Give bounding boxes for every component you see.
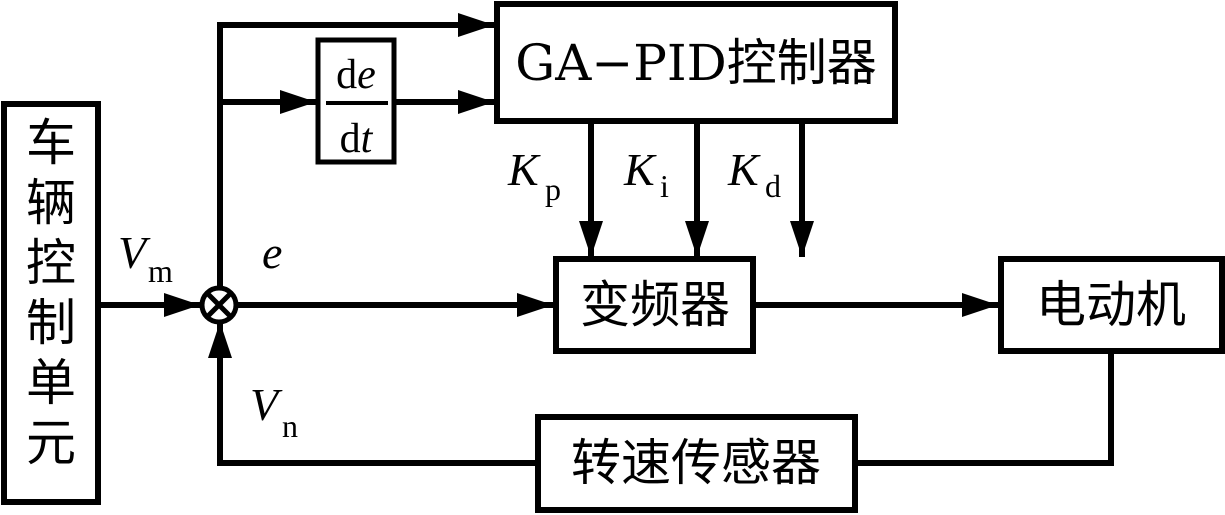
numerator-var: e: [357, 52, 376, 98]
derivative-block: de dt: [315, 37, 397, 165]
kp-label: K p: [507, 144, 561, 207]
electric-motor-block: 电动机: [998, 256, 1225, 354]
electric-motor-label: 电动机: [1036, 276, 1186, 334]
ki-label-main: K: [623, 144, 657, 195]
kd-label-main: K: [727, 144, 761, 195]
vm-label: V m: [118, 227, 173, 289]
frequency-converter-label: 变频器: [580, 276, 730, 334]
ga-pid-controller-block: GA−PID控制器: [494, 1, 898, 124]
error-label: e: [262, 227, 282, 278]
derivative-numerator: de: [336, 52, 376, 98]
vn-label-main: V: [250, 379, 283, 430]
vm-label-sub: m: [148, 253, 173, 289]
vm-label-main: V: [118, 227, 151, 278]
ki-label: K i: [623, 144, 669, 204]
denominator-d: d: [340, 116, 361, 162]
ki-label-sub: i: [660, 168, 669, 204]
speed-sensor-block: 转速传感器: [535, 414, 858, 513]
derivative-denominator: dt: [340, 116, 374, 162]
vehicle-control-char-2: 辆: [26, 174, 76, 232]
kp-label-sub: p: [545, 171, 561, 207]
vn-label: V n: [250, 379, 298, 444]
vehicle-control-char-4: 制: [26, 294, 76, 352]
numerator-d: d: [336, 52, 357, 98]
vehicle-control-char-6: 元: [26, 414, 76, 472]
vehicle-control-char-1: 车: [26, 114, 76, 172]
frequency-converter-block: 变频器: [553, 256, 756, 354]
vehicle-control-char-3: 控: [26, 234, 76, 292]
denominator-var: t: [361, 116, 374, 162]
feedback-line: [208, 322, 535, 466]
vn-label-sub: n: [282, 408, 298, 444]
vehicle-control-unit-block: 车 辆 控 制 单 元: [1, 101, 101, 505]
speed-sensor-label: 转速传感器: [571, 434, 821, 492]
motor-to-sensor-line: [858, 353, 1114, 466]
kd-label-sub: d: [765, 168, 781, 204]
ga-pid-controller-label: GA−PID控制器: [515, 34, 876, 92]
summing-junction: [199, 285, 239, 325]
kp-label-main: K: [507, 144, 541, 195]
kd-label: K d: [727, 144, 781, 204]
vehicle-control-char-5: 单: [26, 354, 76, 412]
